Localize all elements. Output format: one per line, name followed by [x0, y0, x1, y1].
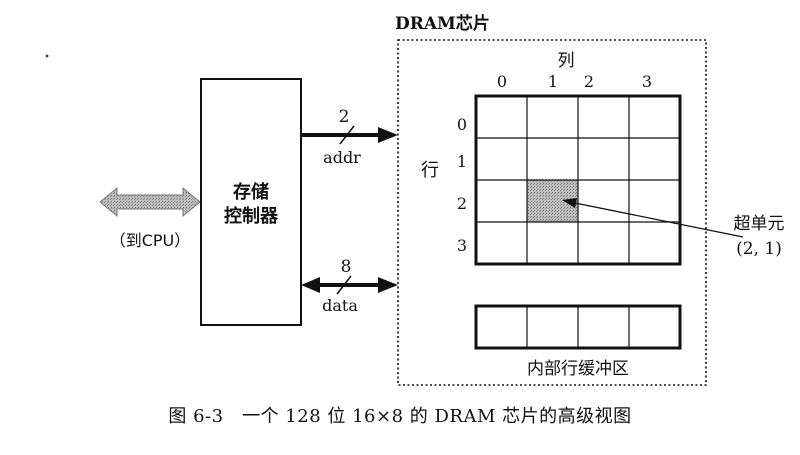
cpu-label: （到CPU） — [110, 231, 191, 250]
dram-diagram: （到CPU） 存储 控制器 2 addr 8 data DRAM芯片 列 0 1… — [45, 13, 785, 386]
col-title: 列 — [558, 51, 575, 71]
data-width: 8 — [341, 257, 352, 277]
row-index: 0 — [457, 115, 467, 134]
cell-array-border — [474, 94, 682, 266]
cpu-double-arrow — [99, 186, 201, 218]
row-index: 3 — [457, 236, 467, 255]
data-slash — [336, 275, 352, 295]
addr-slash — [339, 125, 355, 145]
addr-label: addr — [323, 148, 361, 167]
data-label: data — [322, 296, 358, 315]
addr-width: 2 — [339, 107, 350, 127]
figure-caption: 图 6-3 一个 128 位 16×8 的 DRAM 芯片的高级视图 — [168, 406, 632, 427]
supercell-pointer-line — [574, 202, 744, 238]
supercell-label: 超单元 — [734, 214, 785, 234]
col-index: 1 — [548, 72, 558, 91]
row-index: 2 — [457, 194, 467, 213]
row-buffer-label: 内部行缓冲区 — [527, 359, 629, 379]
cell-grid — [476, 96, 680, 264]
chip-title: DRAM芯片 — [395, 13, 490, 34]
controller-label-line1: 存储 — [233, 181, 269, 203]
row-title: 行 — [421, 160, 439, 181]
memory-controller-box — [200, 78, 302, 326]
row-index: 1 — [457, 152, 467, 171]
col-index: 3 — [642, 72, 652, 91]
data-arrowhead-right — [378, 277, 398, 293]
data-arrowhead-left — [301, 277, 320, 293]
col-index: 0 — [497, 72, 507, 91]
addr-arrowhead — [378, 127, 398, 143]
col-index: 2 — [584, 72, 594, 91]
supercell-pointer-arrowhead — [562, 198, 577, 208]
speck — [45, 54, 49, 58]
controller-label-line2: 控制器 — [224, 205, 279, 227]
row-buffer — [474, 304, 682, 350]
dram-chip-border — [397, 39, 707, 386]
supercell-coords: (2, 1) — [736, 239, 782, 259]
